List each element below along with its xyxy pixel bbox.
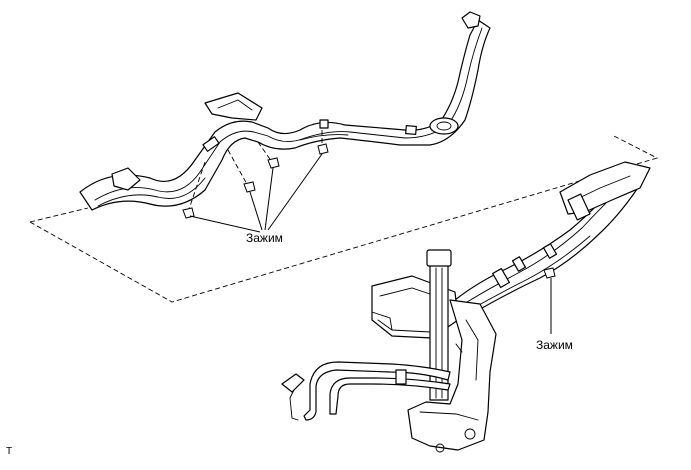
clip-icon: [182, 143, 329, 219]
corner-mark: T: [6, 446, 13, 457]
upper-fuel-line-bundle-icon: [79, 11, 491, 211]
reference-plane-outline: [29, 134, 659, 303]
clip-label-right: Зажим: [536, 338, 573, 352]
clip-icon: [543, 267, 556, 279]
clip-position-lines: [187, 130, 323, 213]
fuel-tank-assembly-icon: [281, 161, 651, 453]
clip-leader-lines: [189, 153, 323, 233]
clip-label-left: Зажим: [246, 231, 283, 245]
